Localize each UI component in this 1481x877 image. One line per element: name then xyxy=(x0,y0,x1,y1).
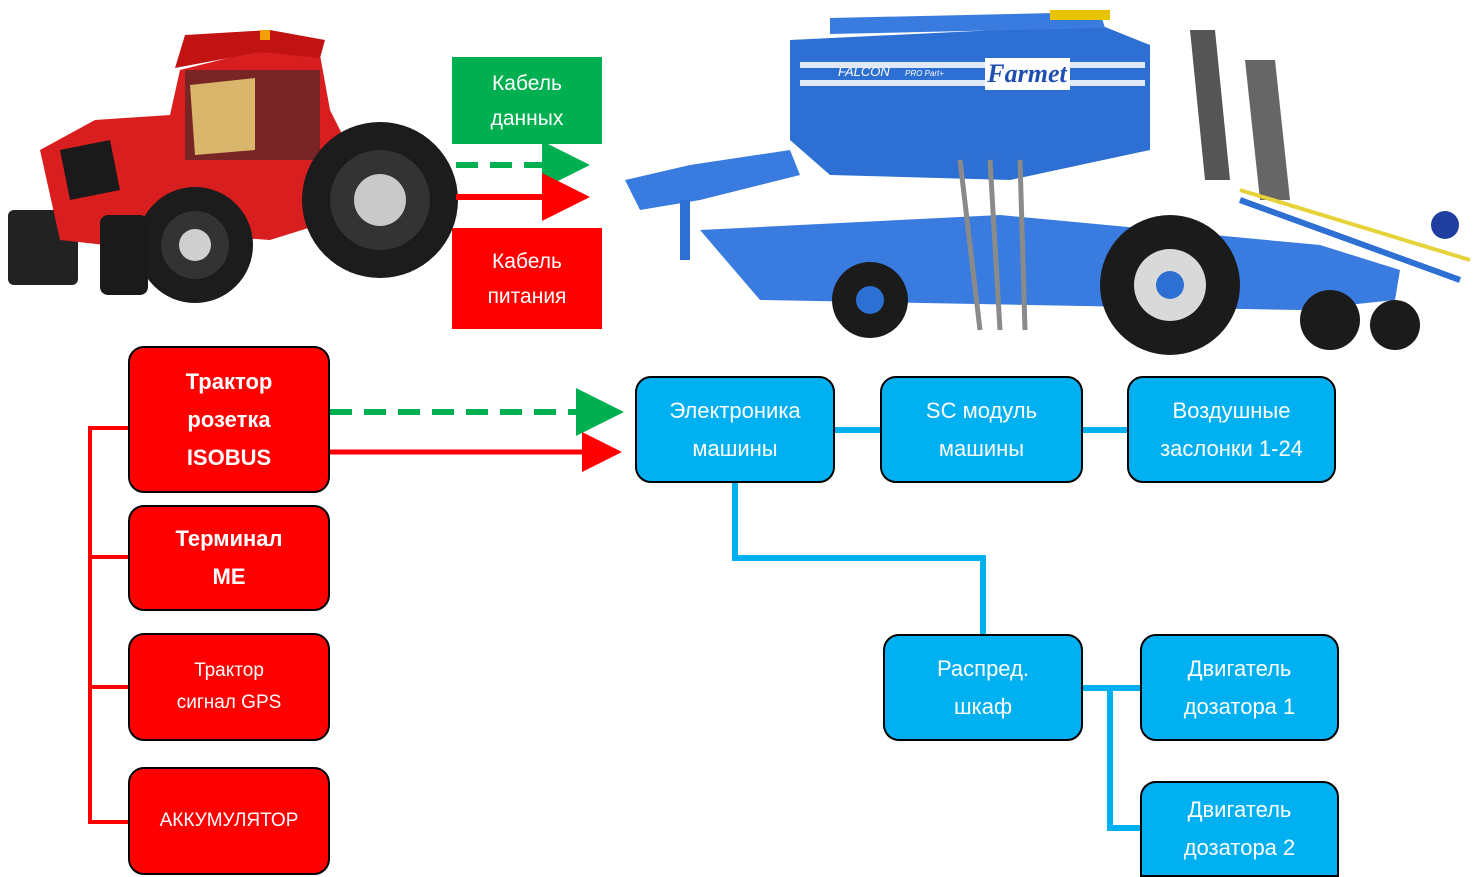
tractor-image xyxy=(8,30,458,303)
distribution-cabinet-box: Распред. шкаф xyxy=(883,634,1083,741)
tractor-gps-box: Трактор сигнал GPS xyxy=(128,633,330,741)
seeder-brand-label: Farmet xyxy=(986,59,1067,88)
sc-module-box: SC модуль машины xyxy=(880,376,1083,483)
tractor-bus-line xyxy=(88,426,128,824)
air-flaps-box: Воздушные заслонки 1-24 xyxy=(1127,376,1336,483)
distribution-motor2-link xyxy=(1107,688,1140,831)
seeder-model-label: FALCON xyxy=(838,64,890,79)
seeder-image: Farmet FALCON PRO Part+ xyxy=(625,10,1471,355)
legend-power-cable: Кабель питания xyxy=(452,228,602,329)
terminal-me-box: Терминал ME xyxy=(128,505,330,611)
seeder-model-suffix: PRO Part+ xyxy=(905,69,944,78)
electronics-distribution-link xyxy=(732,483,986,634)
tractor-isobus-socket-box: Трактор розетка ISOBUS xyxy=(128,346,330,493)
machine-electronics-box: Электроника машины xyxy=(635,376,835,483)
battery-box: АККУМУЛЯТОР xyxy=(128,767,330,875)
dosing-motor-2-box: Двигатель дозатора 2 xyxy=(1140,781,1339,877)
legend-data-cable: Кабель данных xyxy=(452,57,602,144)
dosing-motor-1-box: Двигатель дозатора 1 xyxy=(1140,634,1339,741)
